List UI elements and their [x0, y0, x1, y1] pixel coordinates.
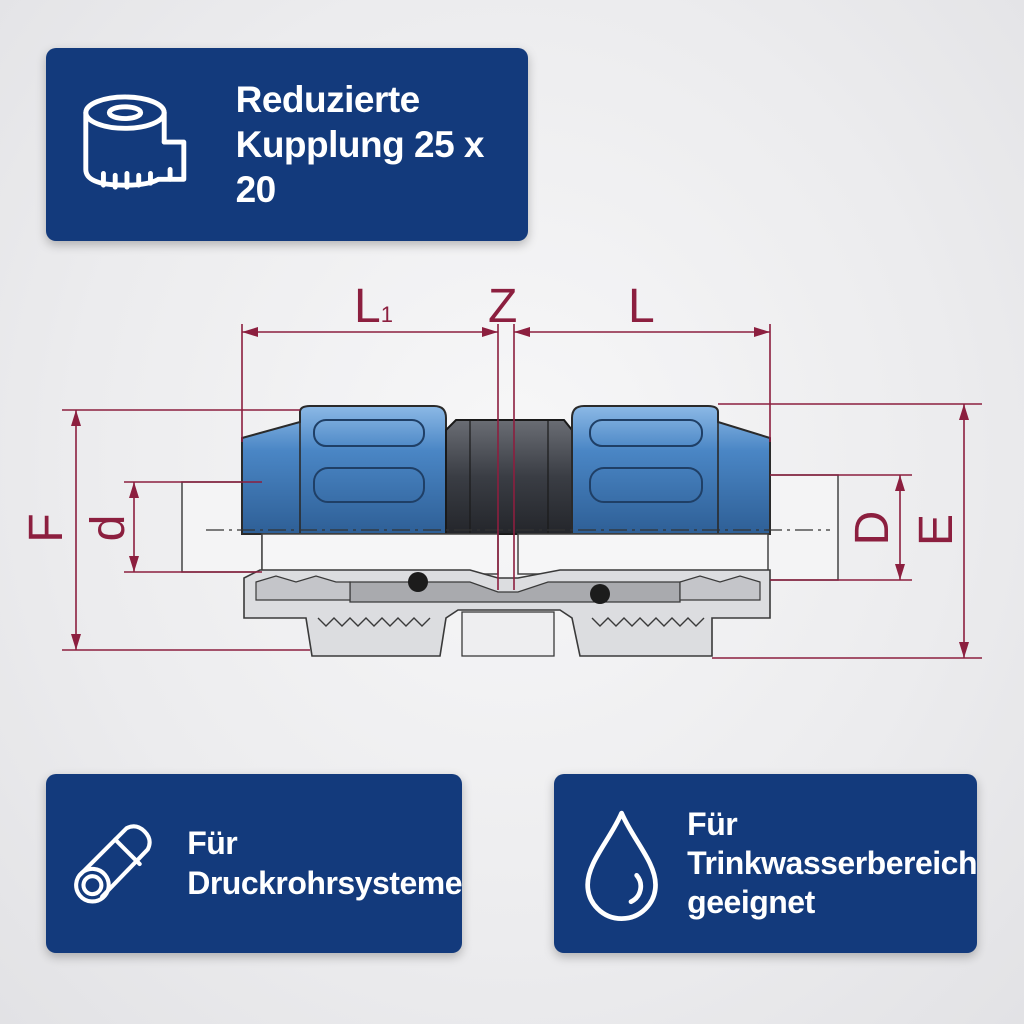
coupling-technical-drawing: L1 Z L F d D E [20, 280, 982, 659]
dimension-label-d-small: d [82, 515, 135, 542]
title-line-2: Kupplung 25 x 20 [235, 123, 485, 211]
pressure-pipe-line-2: Druckrohrsysteme [187, 864, 462, 901]
dimension-label-z: Z [488, 280, 517, 333]
pressure-pipe-card: Für Druckrohrsysteme [46, 774, 462, 953]
pressure-pipe-text: Für Druckrohrsysteme [187, 824, 462, 902]
pipe-icon [74, 823, 152, 903]
section-view [243, 533, 771, 657]
title-card: Reduzierte Kupplung 25 x 20 [46, 48, 528, 241]
pressure-pipe-line-1: Für [187, 825, 238, 862]
title-line-1: Reduzierte [235, 78, 421, 120]
dimension-label-l: L [628, 280, 655, 333]
drinking-water-line-3: geeignet [687, 884, 815, 921]
title-text: Reduzierte Kupplung 25 x 20 [236, 77, 528, 212]
dimension-label-l1: L1 [354, 280, 393, 333]
drinking-water-text: Für Trinkwasserbereich geeignet [687, 805, 977, 922]
drinking-water-line-2: Trinkwasserbereich [687, 844, 977, 881]
pipe-right [759, 474, 839, 581]
left-nut [241, 405, 447, 535]
drinking-water-line-1: Für [687, 805, 738, 842]
right-nut [571, 405, 771, 535]
center-body [445, 419, 573, 535]
dimension-label-f: F [20, 513, 73, 542]
measuring-tape-icon [83, 94, 187, 190]
dimension-label-e: E [910, 514, 963, 546]
dimension-lines [62, 324, 982, 659]
drinking-water-card: Für Trinkwasserbereich geeignet [554, 774, 977, 953]
water-drop-icon [585, 810, 658, 921]
dimension-label-d-large: D [846, 511, 899, 546]
